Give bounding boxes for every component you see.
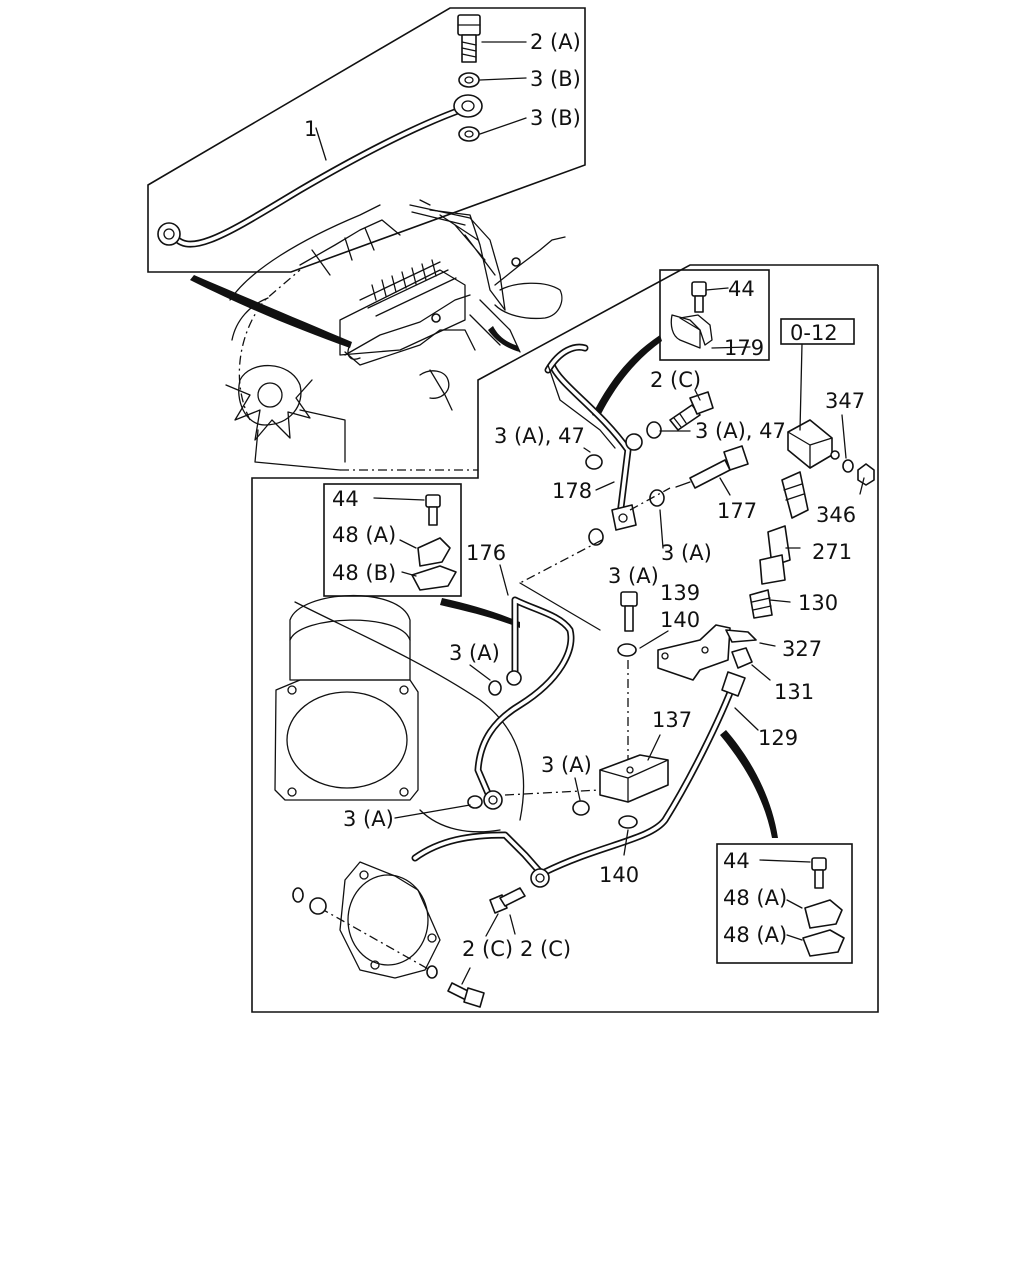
callout-139: 139 xyxy=(660,581,700,605)
callout-3a-mid1: 3 (A) xyxy=(661,541,712,565)
callout-347: 347 xyxy=(825,389,865,413)
inset-frame-179 xyxy=(659,269,770,361)
inset-frame-lower-right xyxy=(716,843,853,964)
inset-upper-left-parts xyxy=(373,494,457,591)
callout-3a-bottom: 3 (A) xyxy=(343,807,394,831)
main-parts xyxy=(274,564,776,1008)
callout-178: 178 xyxy=(552,479,592,503)
callout-2c-bottom-1: 2 (C) xyxy=(462,937,513,961)
callout-129: 129 xyxy=(758,726,798,750)
callout-3a-mid2: 3 (A) xyxy=(608,564,659,588)
inset-ul-label-48a: 48 (A) xyxy=(332,523,396,547)
top-detail-frame xyxy=(147,7,586,273)
callout-130: 130 xyxy=(798,591,838,615)
reference-box-0-12 xyxy=(780,318,855,345)
inset-lr-label-44: 44 xyxy=(723,849,750,873)
upper-right-parts xyxy=(519,343,875,631)
callout-346: 346 xyxy=(816,503,856,527)
callout-3b-lower: 3 (B) xyxy=(530,106,581,130)
callout-3a47-left: 3 (A), 47 xyxy=(494,424,585,448)
inset-frame-upper-left xyxy=(323,483,462,597)
callout-2c-top: 2 (C) xyxy=(650,368,701,392)
callout-176: 176 xyxy=(466,541,506,565)
callout-131: 131 xyxy=(774,680,814,704)
inset-lr-label-48a-2: 48 (A) xyxy=(723,923,787,947)
callout-44-top: 44 xyxy=(728,277,755,301)
callout-271: 271 xyxy=(812,540,852,564)
callout-140-top: 140 xyxy=(660,608,700,632)
pointer-arrows xyxy=(190,275,778,838)
callout-177: 177 xyxy=(717,499,757,523)
callout-3b-upper: 3 (B) xyxy=(530,67,581,91)
callout-2c-bottom-2: 2 (C) xyxy=(520,937,571,961)
callout-3a-block: 3 (A) xyxy=(541,753,592,777)
inset-ul-label-48b: 48 (B) xyxy=(332,561,396,585)
inset-lr-label-48a-1: 48 (A) xyxy=(723,886,787,910)
callout-1: 1 xyxy=(304,117,317,141)
callout-3a-left: 3 (A) xyxy=(449,641,500,665)
callout-labels: 2 (A) 3 (B) 3 (B) 1 44 179 0-12 347 2 (C… xyxy=(304,30,865,961)
callout-137: 137 xyxy=(652,708,692,732)
inset-lower-right-parts xyxy=(759,857,845,957)
callout-140-bottom: 140 xyxy=(599,863,639,887)
callout-0-12: 0-12 xyxy=(790,321,838,345)
callout-179: 179 xyxy=(724,336,764,360)
top-detail xyxy=(157,14,527,248)
callout-327: 327 xyxy=(782,637,822,661)
inset-179 xyxy=(670,281,751,349)
frames xyxy=(147,7,879,1013)
callout-3a47-right: 3 (A), 47 xyxy=(695,419,786,443)
callout-2a: 2 (A) xyxy=(530,30,581,54)
inset-ul-label-44: 44 xyxy=(332,487,359,511)
main-detail-frame xyxy=(251,264,879,1013)
